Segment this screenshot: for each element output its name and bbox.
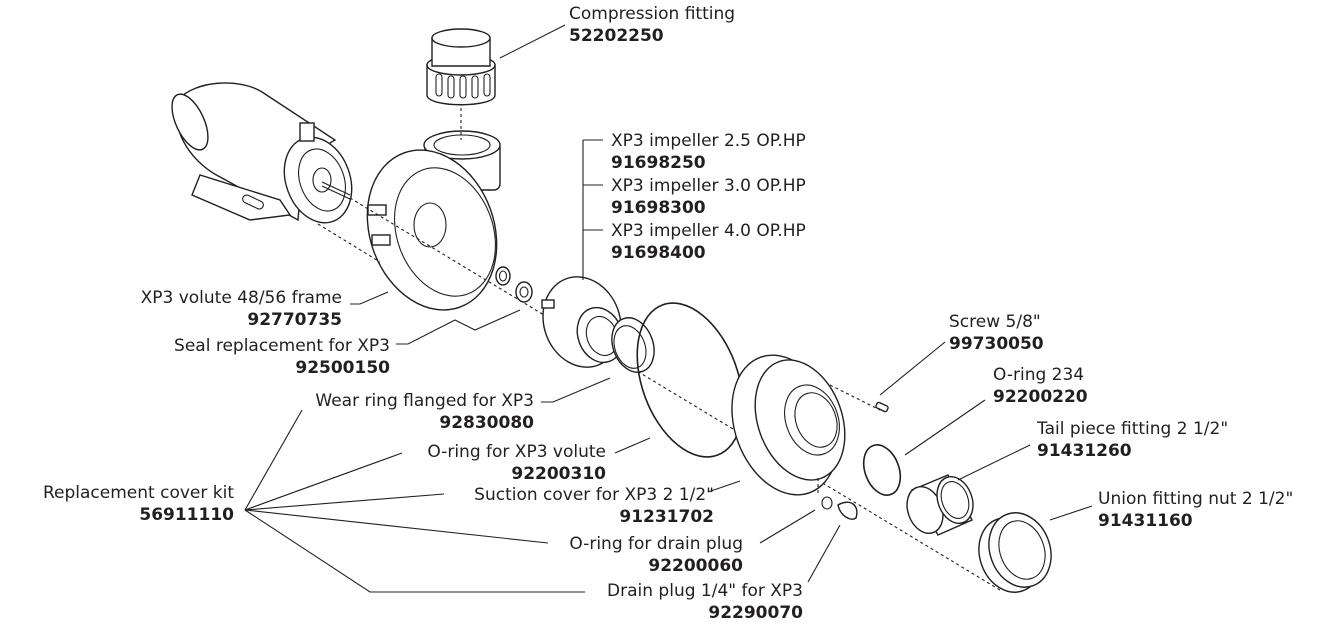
part-number: 92500150	[295, 358, 390, 378]
label-tail-piece: Tail piece fitting 2 1/2" 91431260	[1037, 418, 1228, 462]
label-impeller-4-0: XP3 impeller 4.0 OP.HP 91698400	[611, 220, 806, 264]
seal	[495, 266, 533, 303]
label-impeller-2-5: XP3 impeller 2.5 OP.HP 91698250	[611, 130, 806, 174]
union-nut	[978, 512, 1052, 593]
part-name: Suction cover for XP3 2 1/2"	[474, 485, 714, 505]
part-name: O-ring for XP3 volute	[427, 442, 606, 462]
part-number: 92200310	[511, 464, 606, 484]
label-drain-plug: Drain plug 1/4" for XP3 92290070	[607, 580, 803, 624]
label-cover-kit: Replacement cover kit 56911110	[43, 482, 234, 526]
label-suction-cover: Suction cover for XP3 2 1/2" 91231702	[474, 484, 714, 528]
part-number: 92830080	[439, 413, 534, 433]
label-volute: XP3 volute 48/56 frame 92770735	[141, 287, 342, 331]
part-number: 91698300	[611, 198, 706, 218]
part-number: 92200060	[648, 556, 743, 576]
tail-piece	[906, 474, 974, 536]
oring-234	[862, 444, 902, 496]
part-name: O-ring for drain plug	[569, 534, 743, 554]
part-name: Drain plug 1/4" for XP3	[607, 581, 803, 601]
part-name: XP3 impeller 3.0 OP.HP	[611, 176, 806, 196]
part-name: XP3 volute 48/56 frame	[140, 288, 342, 308]
part-name: Replacement cover kit	[42, 483, 234, 503]
label-drain-oring: O-ring for drain plug 92200060	[569, 533, 743, 577]
compression-fitting	[426, 28, 496, 106]
label-wear-ring: Wear ring flanged for XP3 92830080	[315, 390, 534, 434]
part-name: XP3 impeller 2.5 OP.HP	[611, 131, 806, 151]
label-oring-234: O-ring 234 92200220	[993, 364, 1088, 408]
label-union-nut: Union fitting nut 2 1/2" 91431160	[1098, 488, 1293, 532]
part-number: 52202250	[569, 26, 664, 46]
part-number: 91431260	[1037, 441, 1132, 461]
screw	[829, 384, 889, 413]
center-axis	[349, 197, 1001, 591]
part-name: Union fitting nut 2 1/2"	[1098, 489, 1294, 509]
part-name: Wear ring flanged for XP3	[315, 391, 534, 411]
part-name: O-ring 234	[993, 365, 1085, 385]
part-number: 92770735	[247, 310, 342, 330]
label-impeller-3-0: XP3 impeller 3.0 OP.HP 91698300	[611, 175, 806, 219]
drain-plug	[817, 478, 858, 520]
part-name: Screw 5/8"	[949, 312, 1041, 332]
volute	[366, 130, 501, 311]
part-number: 56911110	[139, 505, 234, 525]
motor	[171, 82, 353, 224]
part-name: XP3 impeller 4.0 OP.HP	[611, 221, 806, 241]
part-name: Seal replacement for XP3	[174, 336, 390, 356]
label-screw: Screw 5/8" 99730050	[949, 311, 1044, 355]
part-number: 91698400	[611, 243, 706, 263]
label-volute-oring: O-ring for XP3 volute 92200310	[427, 441, 606, 485]
part-number: 92200220	[993, 387, 1088, 407]
label-compression-fitting: Compression fitting 52202250	[569, 3, 735, 47]
suction-cover	[731, 354, 846, 496]
leader-lines	[244, 24, 1093, 593]
part-name: Compression fitting	[569, 4, 736, 24]
part-name: Tail piece fitting 2 1/2"	[1037, 419, 1229, 439]
part-number: 99730050	[949, 334, 1044, 354]
label-seal: Seal replacement for XP3 92500150	[174, 335, 390, 379]
part-number: 91431160	[1098, 511, 1193, 531]
volute-oring	[636, 302, 744, 458]
impeller	[541, 276, 624, 368]
part-number: 92290070	[708, 603, 803, 623]
part-number: 91231702	[619, 507, 714, 527]
part-number: 91698250	[611, 153, 706, 173]
